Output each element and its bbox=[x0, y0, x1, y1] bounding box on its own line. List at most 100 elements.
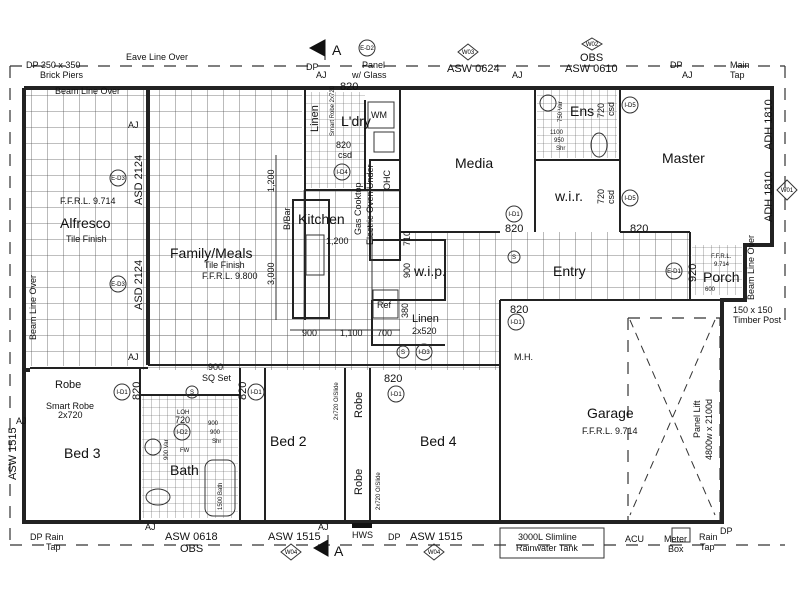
annotations: Eave Line Over Beam Line Over Beam Line … bbox=[7, 52, 782, 555]
tag-i-d2-icon bbox=[173, 423, 191, 441]
brick-piers-2: Brick Piers bbox=[40, 70, 84, 80]
tag-i-d1-media: I-D1 bbox=[508, 212, 520, 218]
room-labels: Alfresco Tile Finish F.F.R.L. 9.714 Fami… bbox=[55, 103, 740, 495]
tag-e-d2-icon bbox=[358, 39, 376, 57]
linen-wip-size: 2x520 bbox=[412, 326, 437, 336]
dp-bottom-left: DP bbox=[30, 532, 43, 542]
hall-tiles bbox=[140, 300, 500, 370]
beam-line-porch: Beam Line Over bbox=[746, 235, 756, 300]
aj-bed3: AJ bbox=[16, 416, 27, 426]
dimensions: 1,200 3,000 1,200 900 1,100 700 710 900 … bbox=[131, 81, 716, 400]
dim-710: 710 bbox=[402, 231, 412, 246]
dim-1200-horizontal: 1,200 bbox=[326, 236, 349, 246]
tag-e-d1: E-D1 bbox=[667, 269, 681, 275]
room-wip: w.i.p. bbox=[413, 263, 446, 279]
aj-top-3: AJ bbox=[682, 70, 693, 80]
room-bath: Bath bbox=[170, 462, 199, 478]
porch-tiles bbox=[692, 245, 742, 295]
window-asw-1515-left: ASW 1515 bbox=[7, 427, 19, 480]
ens-shower-1: 1100 bbox=[550, 130, 564, 136]
dim-3000: 3,000 bbox=[266, 262, 276, 285]
external-walls bbox=[22, 86, 774, 524]
linen-laundry: Linen bbox=[309, 105, 321, 132]
door-asd-2124-a: ASD 2124 bbox=[133, 155, 145, 205]
tag-e-d1-icon bbox=[665, 262, 683, 280]
bath-floor-waste: FW bbox=[180, 448, 190, 454]
robe-slide-bed2: 2x720 O/Slide bbox=[334, 382, 340, 420]
bathtub-label: 1500 Bath bbox=[218, 483, 224, 510]
acu-label: ACU bbox=[625, 534, 644, 544]
room-bed4: Bed 4 bbox=[420, 433, 457, 449]
fridge bbox=[372, 289, 399, 319]
internal-walls bbox=[30, 88, 722, 522]
tag-i-d1-garage: I-D1 bbox=[510, 320, 522, 326]
tag-e-d3-a-icon bbox=[109, 169, 127, 187]
door-adh-1810-b: ADH 1810 bbox=[763, 171, 775, 222]
rain-tap-left-2: Tap bbox=[46, 542, 61, 552]
window-asw-0610: ASW 0610 bbox=[565, 63, 618, 75]
timber-post-1: 150 x 150 bbox=[733, 305, 773, 315]
door-820-garage: 820 bbox=[510, 304, 528, 316]
dim-900: 900 bbox=[302, 328, 317, 338]
robe-bed4-top: Robe bbox=[353, 392, 365, 418]
room-ens: Ens bbox=[570, 103, 594, 119]
tag-w01: W01 bbox=[781, 188, 794, 194]
section-marker-top-icon bbox=[308, 39, 326, 60]
door-820-laundry: 820 bbox=[340, 81, 358, 93]
tag-i-d5-a: I-D5 bbox=[624, 103, 636, 109]
dim-1100: 1,100 bbox=[340, 328, 363, 338]
door-820-media: 820 bbox=[505, 223, 523, 235]
smoke-detector-3: S bbox=[401, 350, 405, 356]
dp-top-left: DP bbox=[306, 62, 319, 72]
bath-shower-2: 900 bbox=[210, 430, 221, 436]
tag-i-d4-icon bbox=[333, 163, 351, 181]
laundry-csd-820: 820 bbox=[336, 140, 351, 150]
meter-box-2: Box bbox=[668, 544, 684, 554]
tag-w02-icon bbox=[581, 37, 603, 51]
tag-i-d1-bed3-icon bbox=[113, 383, 131, 401]
bath-loh: LOH bbox=[177, 410, 189, 416]
alfresco-tiles bbox=[24, 90, 146, 366]
hws-unit bbox=[352, 523, 372, 528]
tag-i-d5-a-icon bbox=[621, 96, 639, 114]
tag-w04-b: W04 bbox=[428, 550, 441, 556]
aj-top: AJ bbox=[316, 70, 327, 80]
laundry-csd: csd bbox=[338, 150, 352, 160]
entry-tiles bbox=[400, 232, 690, 300]
dim-700: 700 bbox=[377, 328, 392, 338]
sq-set-label: SQ Set bbox=[202, 373, 232, 383]
aj-left-2: AJ bbox=[128, 352, 139, 362]
panel-lift-2: 4800w x 2100d bbox=[704, 399, 714, 460]
aj-bottom-2: AJ bbox=[318, 522, 329, 532]
dim-900-wip: 900 bbox=[402, 263, 412, 278]
family-ffrl: F.F.R.L. 9.800 bbox=[202, 271, 258, 281]
beam-line-left: Beam Line Over bbox=[28, 275, 38, 340]
section-marker-bottom-icon bbox=[312, 535, 329, 557]
smoke-detector-1: S bbox=[190, 390, 194, 396]
bbar-label: B/Bar bbox=[282, 207, 292, 230]
smart-robe-2: 2x720 bbox=[58, 410, 83, 420]
room-porch: Porch bbox=[703, 269, 740, 285]
smoke-detector-2: S bbox=[512, 255, 516, 261]
timber-post-2: Timber Post bbox=[733, 315, 782, 325]
oven-label: Electric Oven Under bbox=[365, 164, 375, 245]
tag-i-d1-bed3: I-D1 bbox=[116, 390, 128, 396]
manhole-label: M.H. bbox=[514, 352, 533, 362]
bath-loh-720: 720 bbox=[175, 415, 190, 425]
bath-tiles bbox=[142, 396, 238, 518]
main-tap-1: Main bbox=[730, 60, 750, 70]
tag-w02: W02 bbox=[586, 42, 599, 48]
panel-glass-1: Panel bbox=[362, 60, 385, 70]
dimension-lines bbox=[275, 155, 400, 331]
alfresco-ffrl: F.F.R.L. 9.714 bbox=[60, 196, 116, 206]
aj-bottom: AJ bbox=[145, 522, 156, 532]
dim-1200-vertical: 1,200 bbox=[266, 169, 276, 192]
ens-vanity: 750 Var bbox=[558, 101, 564, 122]
room-media: Media bbox=[455, 155, 493, 171]
porch-ffrl-1: F.F.R.L. bbox=[711, 254, 732, 260]
smoke-detector-icon-3 bbox=[396, 345, 410, 359]
door-asd-2124-b: ASD 2124 bbox=[133, 260, 145, 310]
tags: E-D2 W03 W02 W01 W04 W04 E-D3 E-D3 E-D1 … bbox=[109, 37, 798, 561]
room-master: Master bbox=[662, 150, 705, 166]
washing-machine-label: WM bbox=[371, 110, 387, 120]
